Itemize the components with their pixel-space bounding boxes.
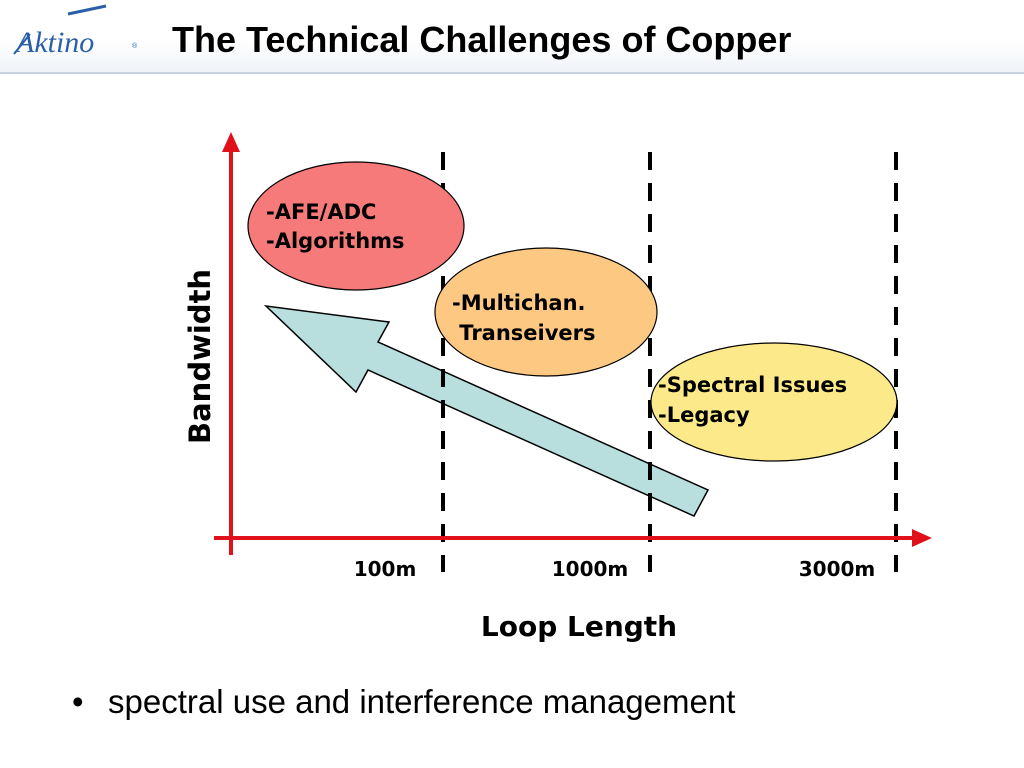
aktino-logo: Aktino ®: [13, 4, 138, 59]
bullet-marker: •: [72, 683, 84, 720]
ellipse-spectral-line-1: -Spectral Issues: [658, 373, 847, 397]
ellipse-spectral: [650, 342, 898, 462]
y-axis-label: Bandwidth: [183, 269, 217, 444]
ellipse-afe-adc-line-1: -AFE/ADC: [266, 200, 376, 224]
trend-arrow: [263, 304, 710, 517]
ellipse-afe-adc-line-2: -Algorithms: [266, 229, 405, 253]
ellipse-spectral-line-2: -Legacy: [658, 403, 750, 427]
ellipse-multichannel-line-1: -Multichan.: [452, 291, 586, 315]
y-axis-arrowhead: [222, 132, 240, 152]
ellipse-multichannel-line-2: Transeivers: [452, 321, 596, 345]
svg-text:Aktino: Aktino: [14, 26, 94, 59]
header-band: [0, 0, 1024, 74]
axes: [214, 132, 932, 555]
x-axis-arrowhead: [912, 529, 932, 547]
tick-label-100m: 100m: [354, 557, 417, 581]
tick-label-1000m: 1000m: [552, 557, 629, 581]
bullet-item: • spectral use and interference managemen…: [72, 682, 735, 722]
tick-label-3000m: 3000m: [799, 557, 876, 581]
x-axis-label: Loop Length: [481, 610, 677, 643]
svg-text:®: ®: [132, 42, 138, 50]
ellipse-afe-adc: [247, 161, 465, 291]
bullet-text: spectral use and interference management: [108, 683, 736, 720]
ellipse-multichannel: [434, 247, 658, 377]
header-divider: [0, 72, 1024, 74]
slide-title: The Technical Challenges of Copper: [172, 19, 792, 60]
